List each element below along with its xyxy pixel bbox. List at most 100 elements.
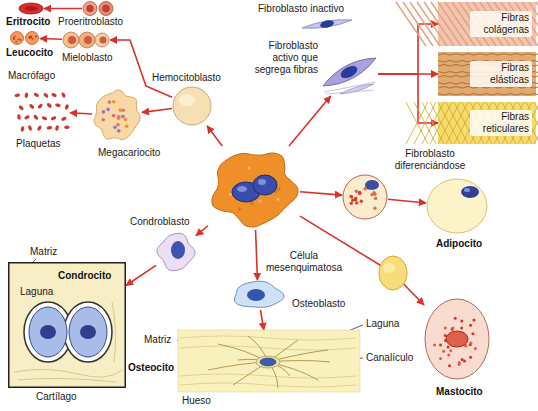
platelet <box>51 92 58 98</box>
cell-label: Mastocito <box>436 386 483 398</box>
granule <box>374 197 377 200</box>
mast-cell <box>425 299 489 379</box>
cell-label: Fibroblasto activo que segrega fibras <box>244 40 318 76</box>
platelet <box>20 126 24 132</box>
granule <box>439 344 442 347</box>
matrix-line <box>14 302 122 382</box>
cell-drawing <box>14 92 70 132</box>
reticular-fiber <box>534 102 538 144</box>
granule <box>14 36 16 38</box>
granule <box>117 129 121 133</box>
granule <box>474 347 477 350</box>
platelet <box>17 114 21 120</box>
granule <box>454 317 457 320</box>
cell-node: Leucocito <box>10 31 40 45</box>
cell-illustration <box>426 178 488 234</box>
cell-illustration <box>12 88 70 134</box>
granule <box>358 192 361 195</box>
nucleus-highlight <box>464 188 470 192</box>
cell-nucleus <box>446 331 468 347</box>
proerythroblast-cell <box>83 2 97 16</box>
granule <box>360 200 363 203</box>
chondrocyte-cell <box>29 307 67 357</box>
cell-label: Mieloblasto <box>62 52 113 64</box>
fibroblast-cell <box>340 84 374 94</box>
cell-label: Cartílago <box>36 391 77 403</box>
granule <box>447 345 450 348</box>
cell-illustration <box>82 1 114 16</box>
cell-drawing <box>94 90 140 140</box>
platelet <box>33 92 40 98</box>
hemocytoblast-cell <box>173 87 211 125</box>
cell-illustration <box>62 30 110 50</box>
fiber-label: Fibras reticulares <box>470 110 532 136</box>
lacuna <box>24 302 72 362</box>
cell-node: Megacariocito <box>92 88 142 143</box>
platelet <box>50 116 57 121</box>
granule <box>444 327 447 330</box>
myeloblast-cell <box>63 32 79 48</box>
elastic-fiber <box>438 54 538 56</box>
granule <box>32 38 34 40</box>
platelet <box>14 93 20 97</box>
granule <box>472 319 475 322</box>
cell-node: Plaquetas <box>12 88 70 134</box>
cell-node: Proeritroblasto <box>82 1 114 16</box>
cell-node: Fibras elásticas <box>438 52 536 96</box>
proerythroblast-cell <box>99 2 113 16</box>
cell-node: Mastocito <box>424 298 490 380</box>
cell-node: Mieloblasto <box>62 30 110 50</box>
chondroblast-cell <box>157 233 195 270</box>
cell-drawing <box>212 153 298 227</box>
cell-drawing <box>173 87 211 125</box>
cell-node: Fibroblasto inactivo <box>300 17 354 31</box>
granule <box>439 357 442 360</box>
differentiation-arrow <box>110 40 172 97</box>
cell-label: Célula mesenquimatosa <box>264 250 344 274</box>
granule <box>471 332 474 335</box>
part-label: Osteocito <box>128 362 174 374</box>
collagen-swatch <box>438 2 536 46</box>
cell-drawing <box>19 3 43 14</box>
cell-illustration <box>342 174 388 220</box>
granule <box>355 190 358 193</box>
cell-illustration <box>178 330 360 392</box>
part-label: Canalículo <box>366 352 413 364</box>
differentiation-arrow <box>388 199 426 203</box>
granule <box>125 124 129 128</box>
part-label: Matriz <box>30 246 57 258</box>
granule <box>449 349 452 352</box>
granule <box>355 201 358 204</box>
lamella <box>180 374 356 378</box>
differentiation-arrow <box>378 24 438 74</box>
granule <box>121 115 125 119</box>
cell-drawing <box>406 102 538 144</box>
cell-highlight <box>179 94 195 106</box>
cell-nucleus <box>102 5 110 13</box>
cell-label: Fibroblasto inactivo <box>258 3 344 15</box>
leukocyte-cell <box>11 32 24 45</box>
part-label: Macrófago <box>8 70 55 82</box>
precursor-cell <box>379 256 407 290</box>
cell-node: Fibras reticulares <box>438 102 536 144</box>
platelet <box>64 125 70 129</box>
adipocyte-cell <box>427 179 487 233</box>
differentiation-arrow <box>289 96 331 146</box>
granule <box>108 100 112 104</box>
granule <box>460 319 463 322</box>
granule <box>102 110 106 114</box>
differentiation-arrow <box>196 226 208 236</box>
platelet <box>18 105 24 111</box>
cell-label: Hueso <box>182 395 211 407</box>
granule <box>350 202 353 205</box>
granule <box>28 36 30 38</box>
cell-drawing <box>302 19 352 29</box>
cell-node: Osteoblasto <box>232 280 284 310</box>
reticular-fiber <box>534 102 538 144</box>
cell-drawing <box>427 179 487 233</box>
fiber-label: Fibras colágenas <box>470 11 532 37</box>
cell-label: Leucocito <box>6 47 53 59</box>
granule <box>276 198 279 201</box>
granule <box>113 125 117 129</box>
cell-node: Fibroblasto activo que segrega fibras <box>320 52 378 96</box>
